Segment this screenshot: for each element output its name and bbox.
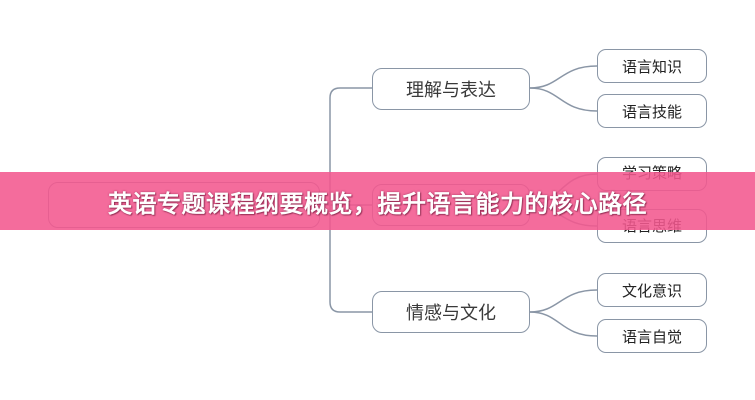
leaf-node-language-consciousness: 语言自觉: [597, 319, 707, 353]
banner-title: 英语专题课程纲要概览，提升语言能力的核心路径: [108, 189, 647, 218]
branch-node-understanding: 理解与表达: [372, 68, 530, 110]
connector-leaf-3b: [529, 311, 598, 337]
title-banner: 英语专题课程纲要概览，提升语言能力的核心路径: [0, 172, 755, 230]
leaf-node-cultural-awareness: 文化意识: [597, 273, 707, 307]
leaf-node-language-knowledge: 语言知识: [597, 49, 707, 83]
leaf-node-language-skills: 语言技能: [597, 94, 707, 128]
connector-leaf-1a: [529, 65, 598, 89]
connector-leaf-3a: [529, 289, 598, 313]
branch-node-emotion-culture: 情感与文化: [372, 291, 530, 333]
connector-leaf-1b: [529, 87, 598, 112]
